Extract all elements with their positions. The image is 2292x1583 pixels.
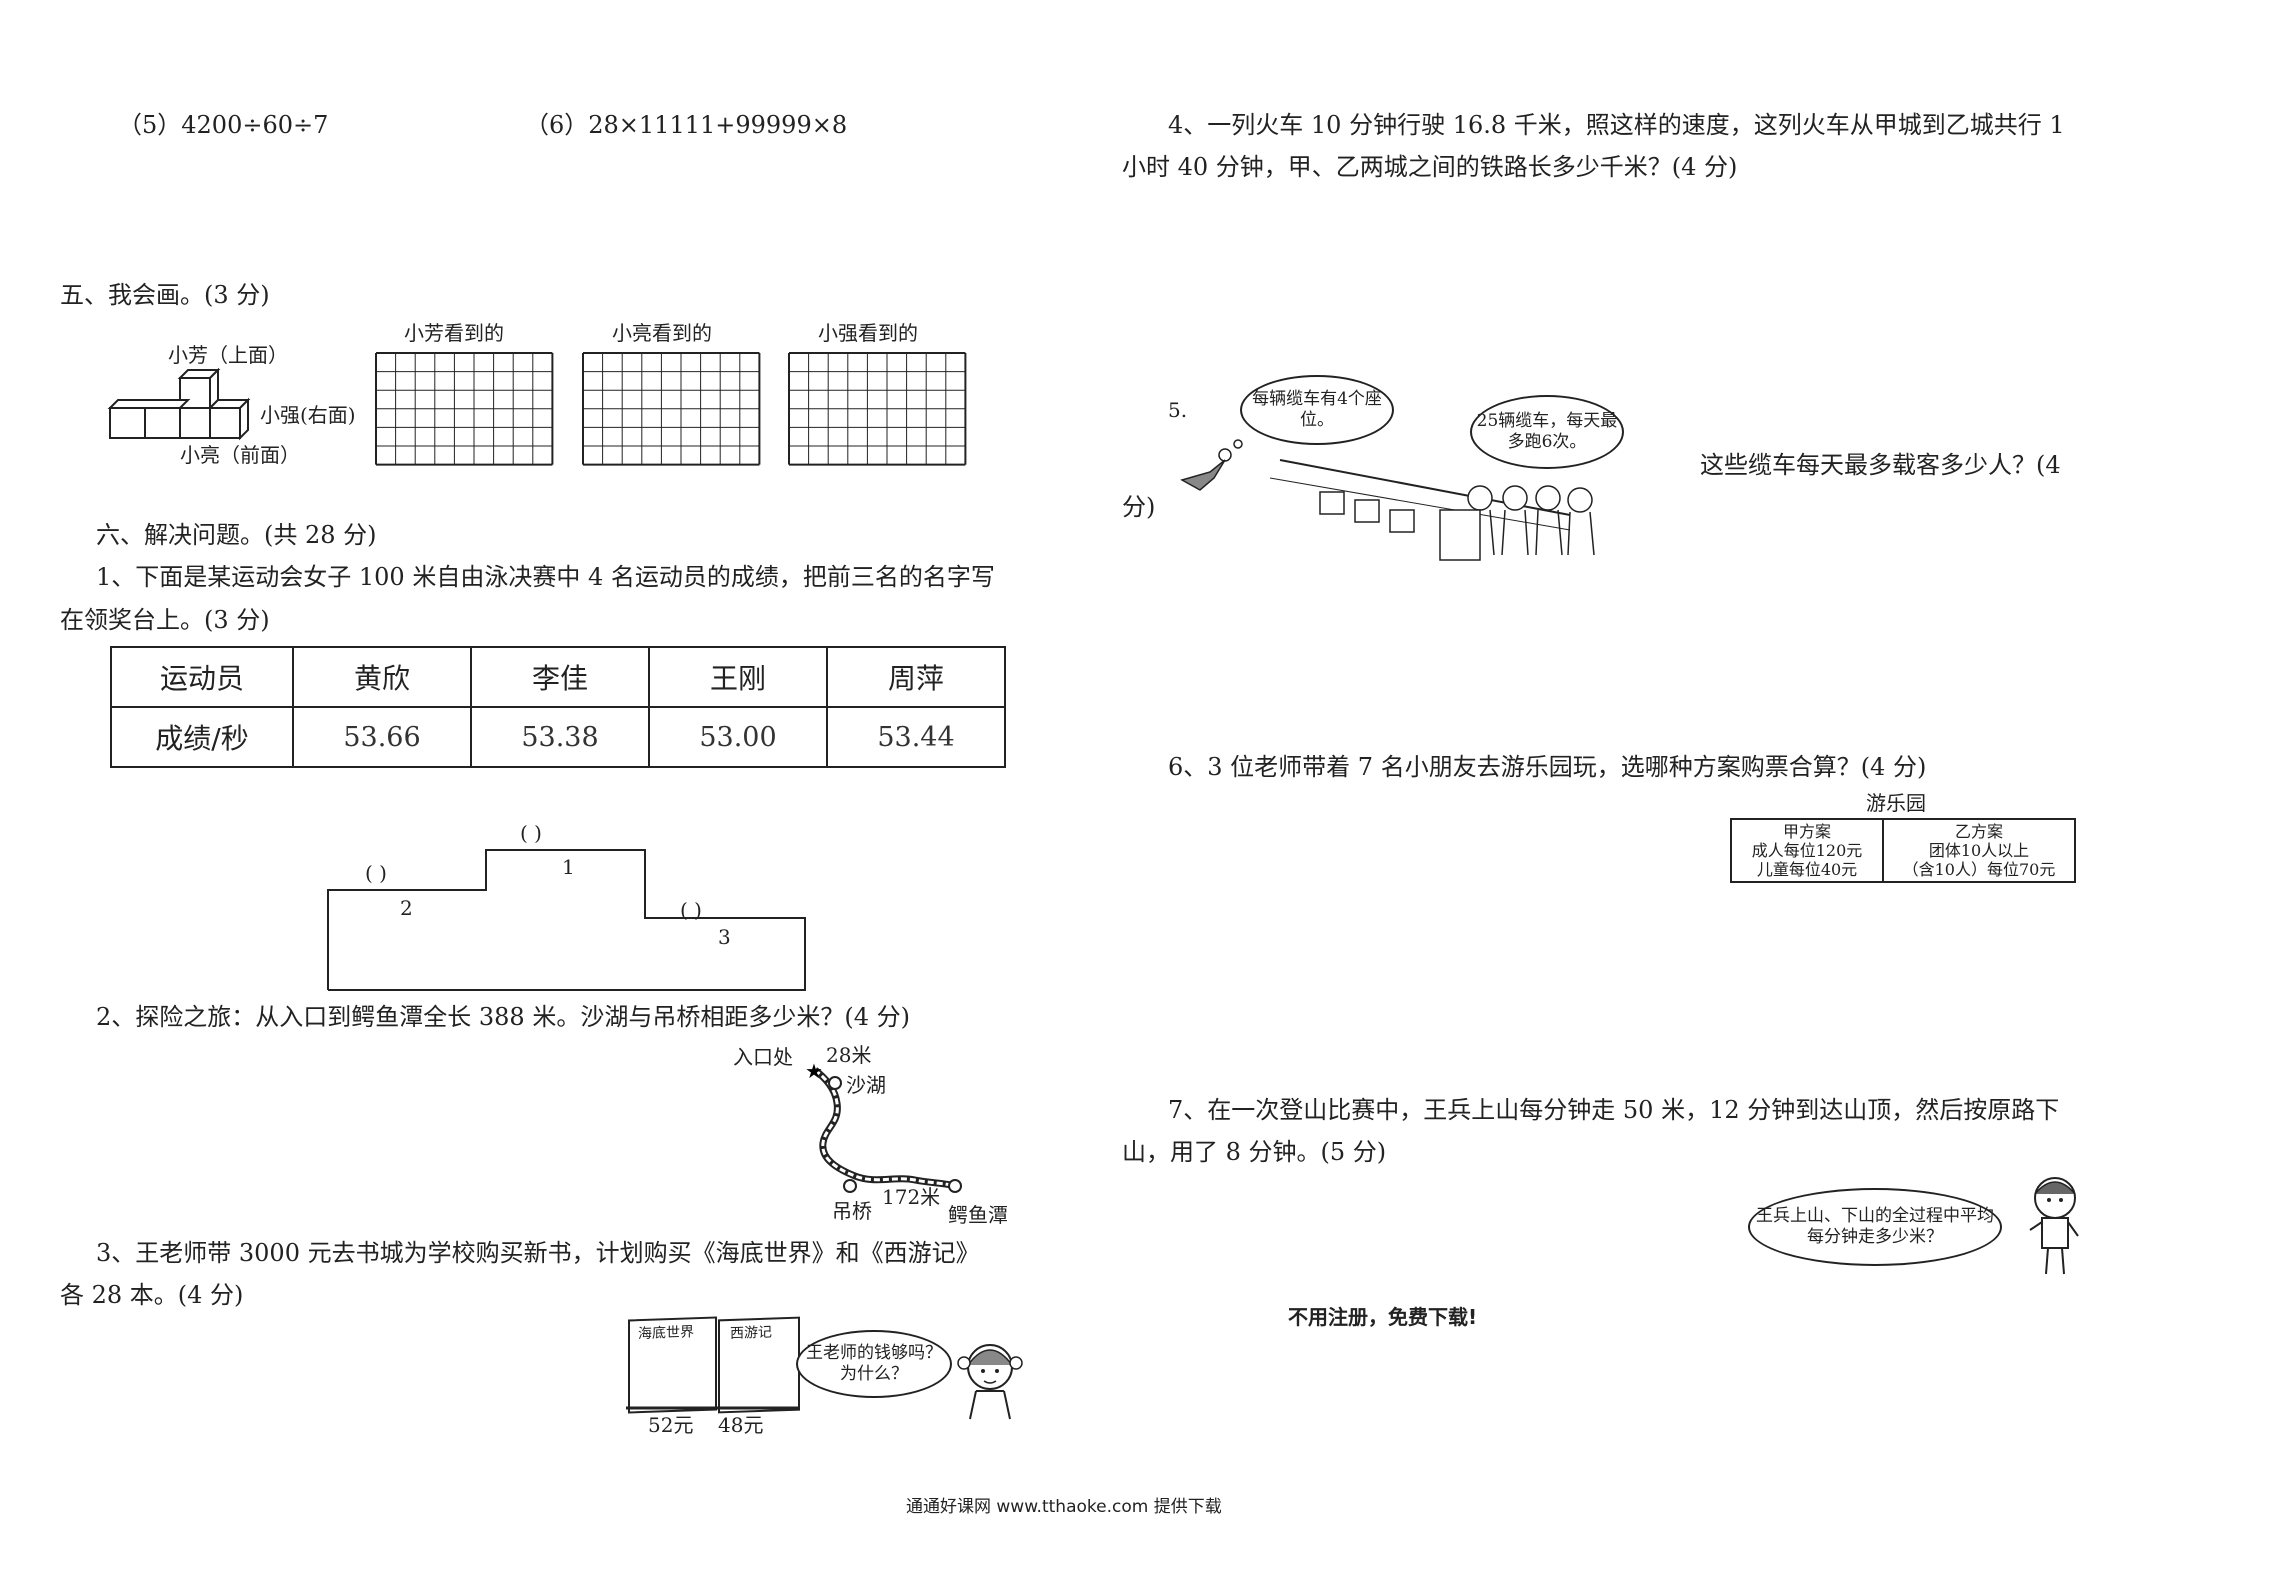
table-cell: 53.38: [470, 706, 650, 768]
book-base-lines: [626, 1406, 800, 1410]
plan-b-title: 乙方案: [1954, 822, 2003, 841]
table-cell: 53.44: [826, 706, 1006, 768]
table-cell: 周萍: [826, 646, 1006, 708]
map-entrance: 入口处: [733, 1045, 793, 1069]
girl-icon: [957, 1344, 1023, 1420]
podium-blank-1[interactable]: ( ): [520, 821, 542, 845]
download-notice: 不用注册，免费下载!: [1288, 1305, 1478, 1329]
ticket-plans-table: 甲方案 成人每位120元 儿童每位40元 乙方案 团体10人以上 （含10人）每…: [1730, 818, 2076, 883]
table-cell: 53.00: [648, 706, 828, 768]
table-cell: 53.66: [292, 706, 472, 768]
speech-bubble-seats: 每辆缆车有4个座位。: [1240, 375, 1394, 445]
q1-line2: 在领奖台上。(3 分): [60, 606, 270, 634]
q5-tail: 分): [1122, 493, 1156, 521]
grid-title-xiaoqiang: 小强看到的: [818, 321, 918, 345]
table-cell: 李佳: [470, 646, 650, 708]
book-title: 西游记: [730, 1324, 772, 1343]
speech-bubble-teacher: 王老师的钱够吗？为什么？: [796, 1330, 952, 1398]
q3-line1: 3、王老师带 3000 元去书城为学校购买新书，计划购买《海底世界》和《西游记》: [96, 1239, 980, 1267]
book-price-2: 48元: [718, 1413, 764, 1437]
drawing-grid-xiaofang[interactable]: [375, 352, 555, 468]
drawing-grid-xiaoqiang[interactable]: [788, 352, 968, 468]
view-label-front: 小亮（前面）: [180, 443, 300, 467]
section-6-title: 六、解决问题。(共 28 分): [96, 521, 377, 549]
view-label-top: 小芳（上面）: [168, 343, 288, 367]
section-5-title: 五、我会画。(3 分): [60, 281, 270, 309]
q6-text: 6、3 位老师带着 7 名小朋友去游乐园玩，选哪种方案购票合算？(4 分): [1168, 753, 1927, 781]
table-cell: 黄欣: [292, 646, 472, 708]
q3-line2: 各 28 本。(4 分): [60, 1281, 244, 1309]
bird-icon: [1180, 459, 1226, 491]
podium-blank-2[interactable]: ( ): [365, 861, 387, 885]
view-label-right: 小强(右面): [260, 403, 356, 427]
podium-rank-1: 1: [562, 855, 575, 879]
podium-rank-2: 2: [400, 896, 413, 920]
q5-question: 这些缆车每天最多载客多少人？(4: [1700, 451, 2061, 479]
grid-title-xiaofang: 小芳看到的: [404, 321, 504, 345]
speech-bubble-cars: 25辆缆车，每天最多跑6次。: [1470, 395, 1624, 469]
podium-rank-3: 3: [718, 925, 731, 949]
table-cell: 王刚: [648, 646, 828, 708]
q4-line1: 4、一列火车 10 分钟行驶 16.8 千米，照这样的速度，这列火车从甲城到乙城…: [1168, 111, 2065, 139]
map-lake: 沙湖: [846, 1073, 886, 1097]
boy-icon: [2029, 1177, 2079, 1275]
map-dist-1: 28米: [826, 1043, 872, 1067]
q1-line1: 1、下面是某运动会女子 100 米自由泳决赛中 4 名运动员的成绩，把前三名的名…: [96, 563, 995, 591]
cable-car-scene: [1180, 439, 1595, 561]
drawing-grid-xiaoliang[interactable]: [582, 352, 762, 468]
map-dist-2: 172米: [882, 1185, 941, 1209]
q7-line2: 山，用了 8 分钟。(5 分): [1122, 1138, 1387, 1166]
adventure-path-map: ★: [805, 1059, 962, 1193]
podium-blank-3[interactable]: ( ): [680, 898, 702, 922]
calc-6: （6）28×11111+99999×8: [525, 111, 848, 139]
q5-number: 5.: [1168, 398, 1188, 422]
map-pond: 鳄鱼潭: [948, 1203, 1008, 1227]
podium-figure: [327, 849, 806, 991]
book-price-1: 52元: [648, 1413, 694, 1437]
plan-a-title: 甲方案: [1782, 822, 1831, 841]
results-table: 运动员 黄欣 李佳 王刚 周萍 成绩/秒 53.66 53.38 53.00 5…: [110, 646, 1006, 768]
q2-text: 2、探险之旅：从入口到鳄鱼潭全长 388 米。沙湖与吊桥相距多少米？(4 分): [96, 1003, 910, 1031]
plan-a-adult: 成人每位120元: [1751, 841, 1863, 860]
book-title: 海底世界: [638, 1324, 694, 1343]
table-row: 成绩/秒 53.66 53.38 53.00 53.44: [110, 706, 1006, 768]
plan-b-rule2: （含10人）每位70元: [1902, 860, 2056, 879]
star-icon: ★: [805, 1059, 823, 1083]
cube-stack-figure: [107, 368, 251, 441]
grid-title-xiaoliang: 小亮看到的: [612, 321, 712, 345]
table-header-athlete: 运动员: [110, 646, 294, 708]
park-title: 游乐园: [1866, 791, 1926, 815]
plan-a-child: 儿童每位40元: [1756, 860, 1858, 879]
q4-line2: 小时 40 分钟，甲、乙两城之间的铁路长多少千米？(4 分): [1122, 153, 1738, 181]
footer-source: 通通好课网 www.tthaoke.com 提供下载: [906, 1497, 1222, 1517]
calc-5: （5）4200÷60÷7: [118, 111, 329, 139]
table-row: 运动员 黄欣 李佳 王刚 周萍: [110, 646, 1006, 708]
q7-line1: 7、在一次登山比赛中，王兵上山每分钟走 50 米，12 分钟到达山顶，然后按原路…: [1168, 1096, 2060, 1124]
table-row: 甲方案 成人每位120元 儿童每位40元 乙方案 团体10人以上 （含10人）每…: [1730, 818, 2076, 883]
plan-b-rule1: 团体10人以上: [1928, 841, 2030, 860]
map-bridge: 吊桥: [832, 1199, 872, 1223]
table-header-score: 成绩/秒: [110, 706, 294, 768]
speech-bubble-question: 王兵上山、下山的全过程中平均每分钟走多少米？: [1748, 1188, 2002, 1266]
plan-b-cell: 乙方案 团体10人以上 （含10人）每位70元: [1882, 818, 2076, 883]
plan-a-cell: 甲方案 成人每位120元 儿童每位40元: [1730, 818, 1884, 883]
